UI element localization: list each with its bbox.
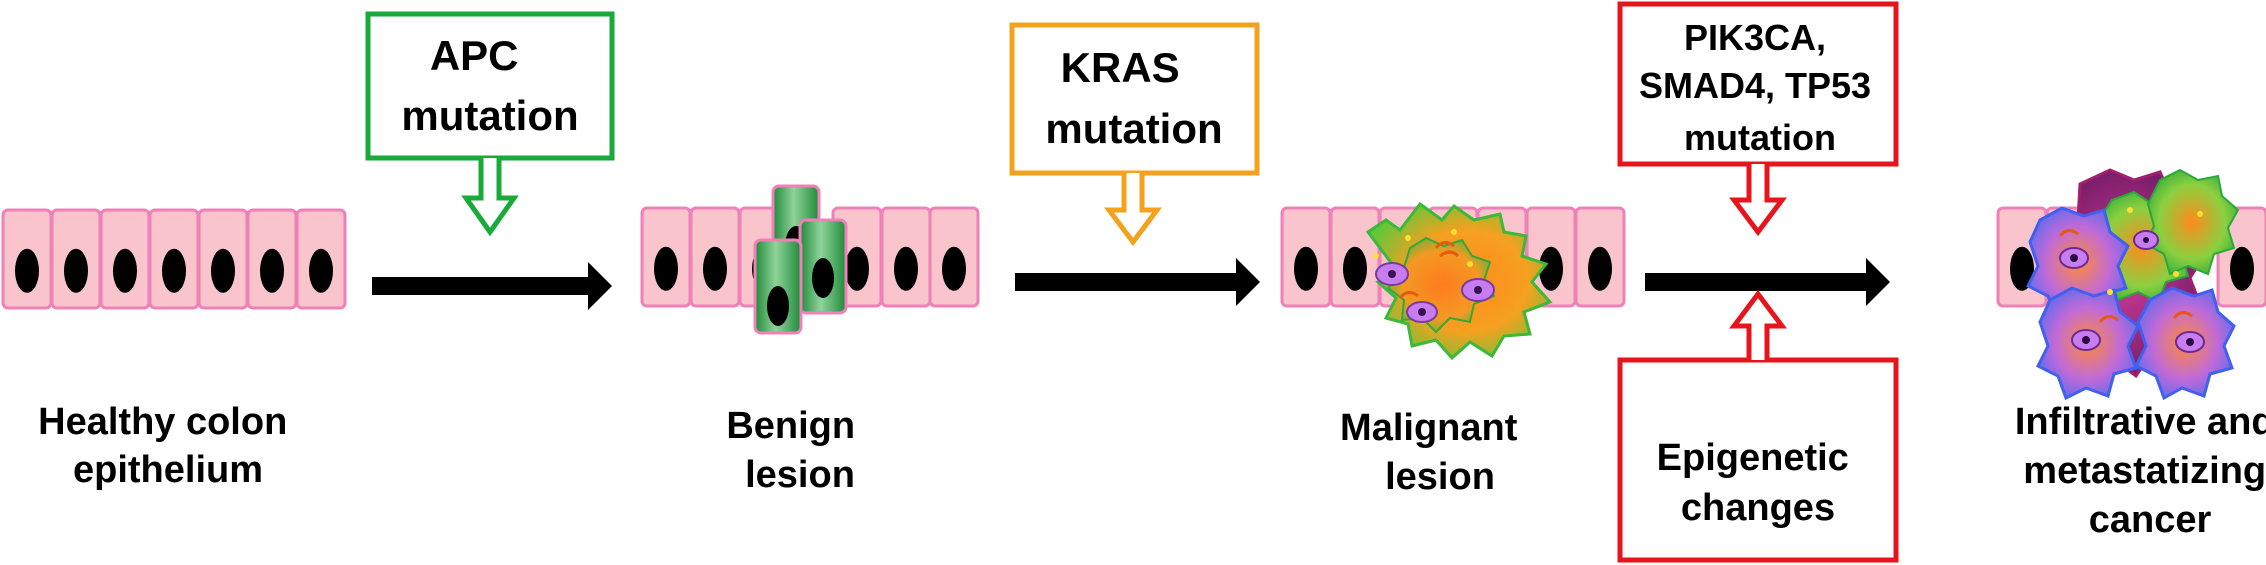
pik3ca-smad4-tp53-mutation-label: PIK3CA, SMAD4, TP53 mutation (1639, 17, 1881, 158)
metastatic-tumor-cluster (2025, 168, 2240, 401)
cell-nucleus (1588, 246, 1612, 291)
pik3ca-smad4-tp53-mutation-callout: PIK3CA, SMAD4, TP53 mutation (1617, 1, 1899, 237)
kras-mutation-callout: KRAS mutation (1009, 22, 1260, 247)
malignant-tumor-cluster (1365, 201, 1553, 361)
healthy-colon-epithelium-label: Healthy colon epithelium (38, 401, 298, 491)
cell-nucleus (845, 246, 869, 291)
progression-arrow-1 (372, 262, 612, 310)
healthy-epithelium-cells (1, 208, 347, 310)
apc-mutation-callout: APC mutation (365, 11, 615, 237)
cell-nucleus (211, 248, 235, 293)
cell-nucleus (64, 248, 88, 293)
apc-mutation-label: APC mutation (401, 32, 578, 139)
cell-nucleus (113, 248, 137, 293)
benign-lesion-label: Benign lesion (726, 405, 865, 496)
cell-nucleus (309, 248, 333, 293)
progression-arrow-3 (1645, 258, 1890, 306)
cell-nucleus (2230, 246, 2254, 291)
cell-nucleus (894, 246, 918, 291)
benign-adenoma-cells (753, 184, 848, 335)
cell-nucleus (162, 248, 186, 293)
infiltrative-cancer-label: Infiltrative and metastatizing cancer (2015, 401, 2266, 541)
cell-nucleus (1294, 246, 1318, 291)
progression-arrow-2 (1015, 258, 1260, 306)
cell-nucleus (1343, 246, 1367, 291)
cell-nucleus (703, 246, 727, 291)
cell-nucleus (15, 248, 39, 293)
cell-nucleus (2010, 246, 2034, 291)
cell-nucleus (260, 248, 284, 293)
kras-mutation-label: KRAS mutation (1045, 44, 1222, 152)
epigenetic-changes-callout: Epigenetic changes (1617, 289, 1899, 563)
epigenetic-changes-label: Epigenetic changes (1657, 437, 1860, 529)
malignant-lesion-label: Malignant lesion (1340, 407, 1528, 498)
cell-nucleus (942, 246, 966, 291)
cell-nucleus (1539, 246, 1563, 291)
cell-nucleus (654, 246, 678, 291)
